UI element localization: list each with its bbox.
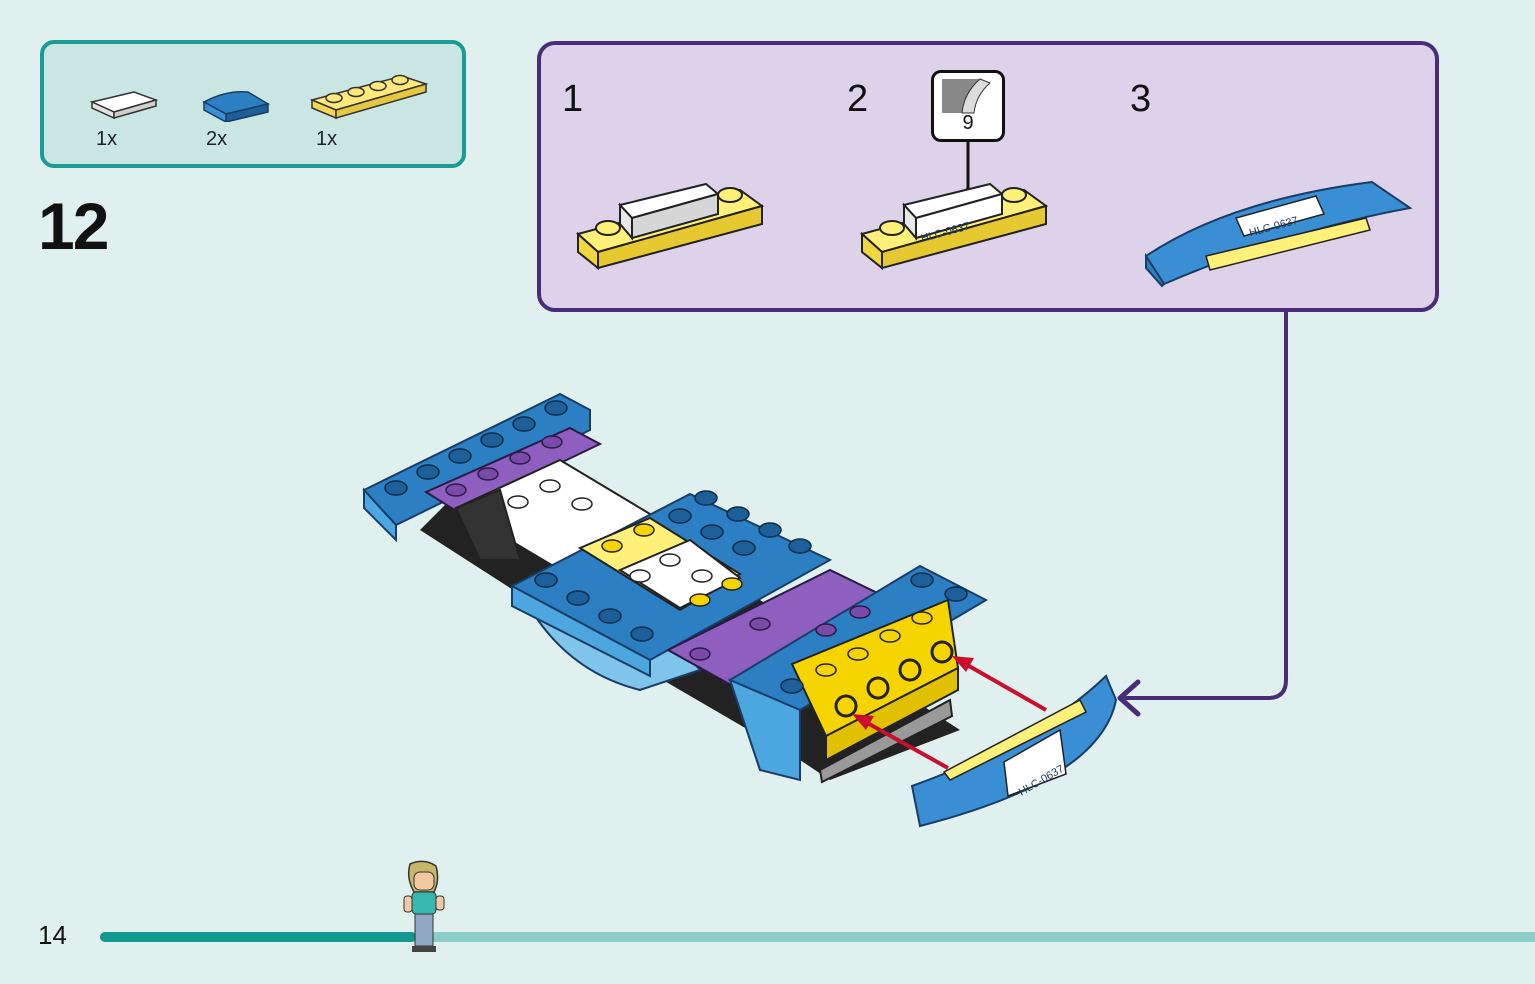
- sticker-peel-icon: [942, 78, 991, 114]
- substep-2-number: 2: [847, 78, 869, 120]
- substep-3-number: 3: [1130, 78, 1152, 120]
- substep-3-model: HLC-0637: [1144, 180, 1413, 288]
- callout-arrowhead-icon: [1117, 679, 1141, 717]
- blue-curved-slope-icon: [202, 90, 270, 122]
- sticker-number: 9: [962, 112, 974, 134]
- part-qty: 1x: [96, 128, 118, 150]
- progress-bar: [100, 932, 1535, 942]
- page-number: 14: [38, 920, 67, 950]
- car-white-studs: [507, 479, 713, 583]
- sticker-callout: 9: [931, 70, 1005, 142]
- substep-1-model: [575, 182, 765, 271]
- part-white-tile: 1x: [86, 62, 176, 152]
- minifigure-icon: [403, 860, 445, 952]
- substep-1-number: 1: [562, 78, 584, 120]
- progress-bar-fill: [100, 932, 416, 942]
- car-purple-studs: [445, 435, 871, 661]
- callout-connector-line: [1122, 312, 1288, 700]
- substep-2-model: HLC-0637: [859, 182, 1049, 271]
- part-blue-slope: 2x: [196, 62, 286, 152]
- car-yellow-studs: [601, 523, 933, 677]
- part-qty: 1x: [316, 128, 338, 150]
- car-studs: [384, 400, 968, 694]
- step-number: 12: [38, 189, 109, 263]
- white-tile-icon: [89, 91, 159, 120]
- parts-list-box: 1x 2x 1x: [40, 40, 466, 168]
- part-yellow-plate: 1x: [306, 62, 429, 152]
- yellow-brick-side-studs: [834, 640, 954, 718]
- bumper-assembly: HLC-0637: [910, 674, 1118, 828]
- part-qty: 2x: [206, 128, 228, 150]
- yellow-plate-icon: [309, 74, 429, 120]
- assembly-arrows: [852, 656, 1047, 770]
